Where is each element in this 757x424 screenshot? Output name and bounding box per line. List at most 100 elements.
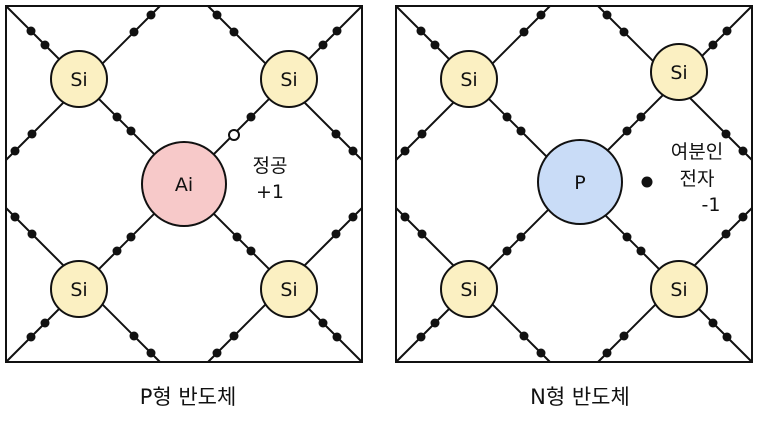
extra-electron (641, 176, 653, 188)
electron (40, 318, 50, 328)
extra-electron-charge-label: -1 (702, 194, 721, 216)
electron (10, 212, 20, 222)
si-atom-bottom-right: Si (260, 260, 318, 318)
electron (619, 331, 629, 341)
electron (722, 332, 732, 342)
electron (721, 229, 731, 239)
si-atom-label: Si (70, 69, 87, 91)
electron (112, 246, 122, 256)
si-atom-bottom-left: Si (440, 260, 498, 318)
electron (40, 40, 50, 50)
si-atom (650, 43, 708, 101)
electron (332, 26, 342, 36)
electrons (10, 10, 358, 358)
electrons (400, 10, 748, 358)
electron (146, 348, 156, 358)
electron (26, 332, 36, 342)
electron (126, 232, 136, 242)
donor-atom-label: P (574, 172, 585, 194)
electron (622, 232, 632, 242)
electron (519, 331, 529, 341)
electron (126, 126, 136, 136)
si-atom-top-right: Si (650, 43, 708, 101)
center-atom-acceptor: Ai (141, 141, 227, 227)
si-atom-bottom-left: Si (50, 260, 108, 318)
electron (400, 146, 410, 156)
si-atom (440, 50, 498, 108)
si-atom (50, 260, 108, 318)
panel-caption: P형 반도체 (140, 385, 237, 409)
electron (318, 318, 328, 328)
si-atom-label: Si (70, 279, 87, 301)
si-atom-top-right: Si (260, 50, 318, 108)
electron (229, 331, 239, 341)
electron (212, 10, 222, 20)
electron (332, 332, 342, 342)
electron (27, 129, 37, 139)
electron (416, 332, 426, 342)
electron (26, 26, 36, 36)
si-atom (650, 260, 708, 318)
electron (27, 229, 37, 239)
panel-p-type: Si Si Si Si Ai 정공 +1 P형 반도체 (5, 5, 363, 409)
electron (636, 112, 646, 122)
center-atom-donor: P (537, 139, 623, 225)
electron (129, 27, 139, 37)
electron (636, 246, 646, 256)
si-atom (440, 260, 498, 318)
electron (10, 146, 20, 156)
hole-marker (228, 129, 240, 141)
acceptor-atom-label: Ai (175, 174, 193, 196)
electron (708, 318, 718, 328)
electron (536, 348, 546, 358)
electron (519, 27, 529, 37)
electron (417, 129, 427, 139)
electron (112, 112, 122, 122)
electron (348, 212, 358, 222)
si-atom-top-left: Si (440, 50, 498, 108)
electron (246, 112, 256, 122)
hole-label: 정공 (253, 155, 288, 177)
electron (738, 146, 748, 156)
hole-charge-label: +1 (256, 181, 284, 203)
electron (516, 126, 526, 136)
electron (416, 26, 426, 36)
electron (602, 10, 612, 20)
si-atom (260, 50, 318, 108)
si-atom-label: Si (460, 69, 477, 91)
extra-electron-label: 여분인 (671, 141, 723, 163)
si-atom-label: Si (670, 62, 687, 84)
electron (738, 212, 748, 222)
electron (721, 129, 731, 139)
electron (229, 27, 239, 37)
electron (622, 126, 632, 136)
electron (708, 40, 718, 50)
electron (430, 40, 440, 50)
electron (400, 212, 410, 222)
electron (331, 129, 341, 139)
panel-n-type: Si Si Si Si P 여분인 전자 -1 N형 반도체 (395, 5, 753, 409)
si-atom-label: Si (460, 279, 477, 301)
electron (602, 348, 612, 358)
si-atom (50, 50, 108, 108)
electron (619, 27, 629, 37)
si-atom (260, 260, 318, 318)
electron (536, 10, 546, 20)
acceptor-atom (141, 141, 227, 227)
extra-electron-label-2: 전자 (680, 168, 715, 190)
panel-caption: N형 반도체 (530, 385, 630, 409)
electron (417, 229, 427, 239)
si-atom-label: Si (280, 69, 297, 91)
donor-atom (537, 139, 623, 225)
electron (318, 40, 328, 50)
si-atom-bottom-right: Si (650, 260, 708, 318)
electron (516, 232, 526, 242)
electron (246, 246, 256, 256)
electron (348, 146, 358, 156)
electron (212, 348, 222, 358)
electron (232, 232, 242, 242)
electron (129, 331, 139, 341)
electron (502, 246, 512, 256)
electron (146, 10, 156, 20)
